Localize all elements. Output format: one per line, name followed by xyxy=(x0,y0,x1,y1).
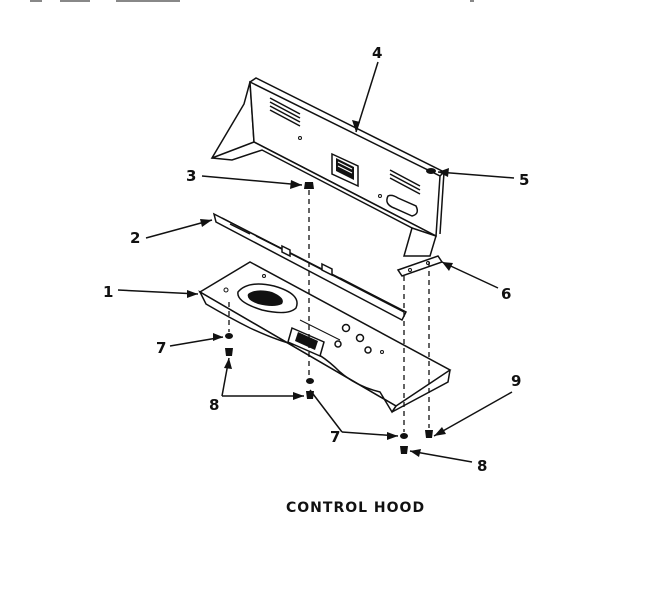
diagram-caption: CONTROL HOOD xyxy=(286,500,425,516)
washer-mid xyxy=(306,378,314,384)
screw-lower xyxy=(400,446,408,454)
callout-8-left: 8 xyxy=(209,396,219,414)
side-bracket xyxy=(396,255,444,277)
callout-8-lower: 8 xyxy=(477,457,487,475)
clip xyxy=(426,168,436,174)
leader-lines xyxy=(117,61,515,463)
callout-labels: 1 2 3 4 5 6 7 8 9 7 8 xyxy=(103,44,529,475)
callout-7-left: 7 xyxy=(156,339,166,357)
callout-1: 1 xyxy=(103,283,113,301)
callout-7-lower: 7 xyxy=(330,428,340,446)
control-hood-cover xyxy=(210,77,446,257)
washer-lower xyxy=(400,433,408,439)
callout-5: 5 xyxy=(519,171,529,189)
screw-right xyxy=(425,430,433,438)
vent-slots-right xyxy=(389,169,421,195)
hood-base-panel xyxy=(198,261,452,414)
callout-4: 4 xyxy=(372,44,382,62)
nut xyxy=(304,182,314,189)
washer-left xyxy=(225,333,233,339)
callout-9: 9 xyxy=(511,372,521,390)
callout-6: 6 xyxy=(501,285,511,303)
screw-mid xyxy=(306,391,314,399)
screw-left xyxy=(225,348,233,356)
vent-slots-left xyxy=(269,97,301,127)
mounting-bracket xyxy=(212,212,408,322)
callout-3: 3 xyxy=(186,167,196,185)
callout-2: 2 xyxy=(130,229,140,247)
alignment-lines xyxy=(228,190,430,432)
